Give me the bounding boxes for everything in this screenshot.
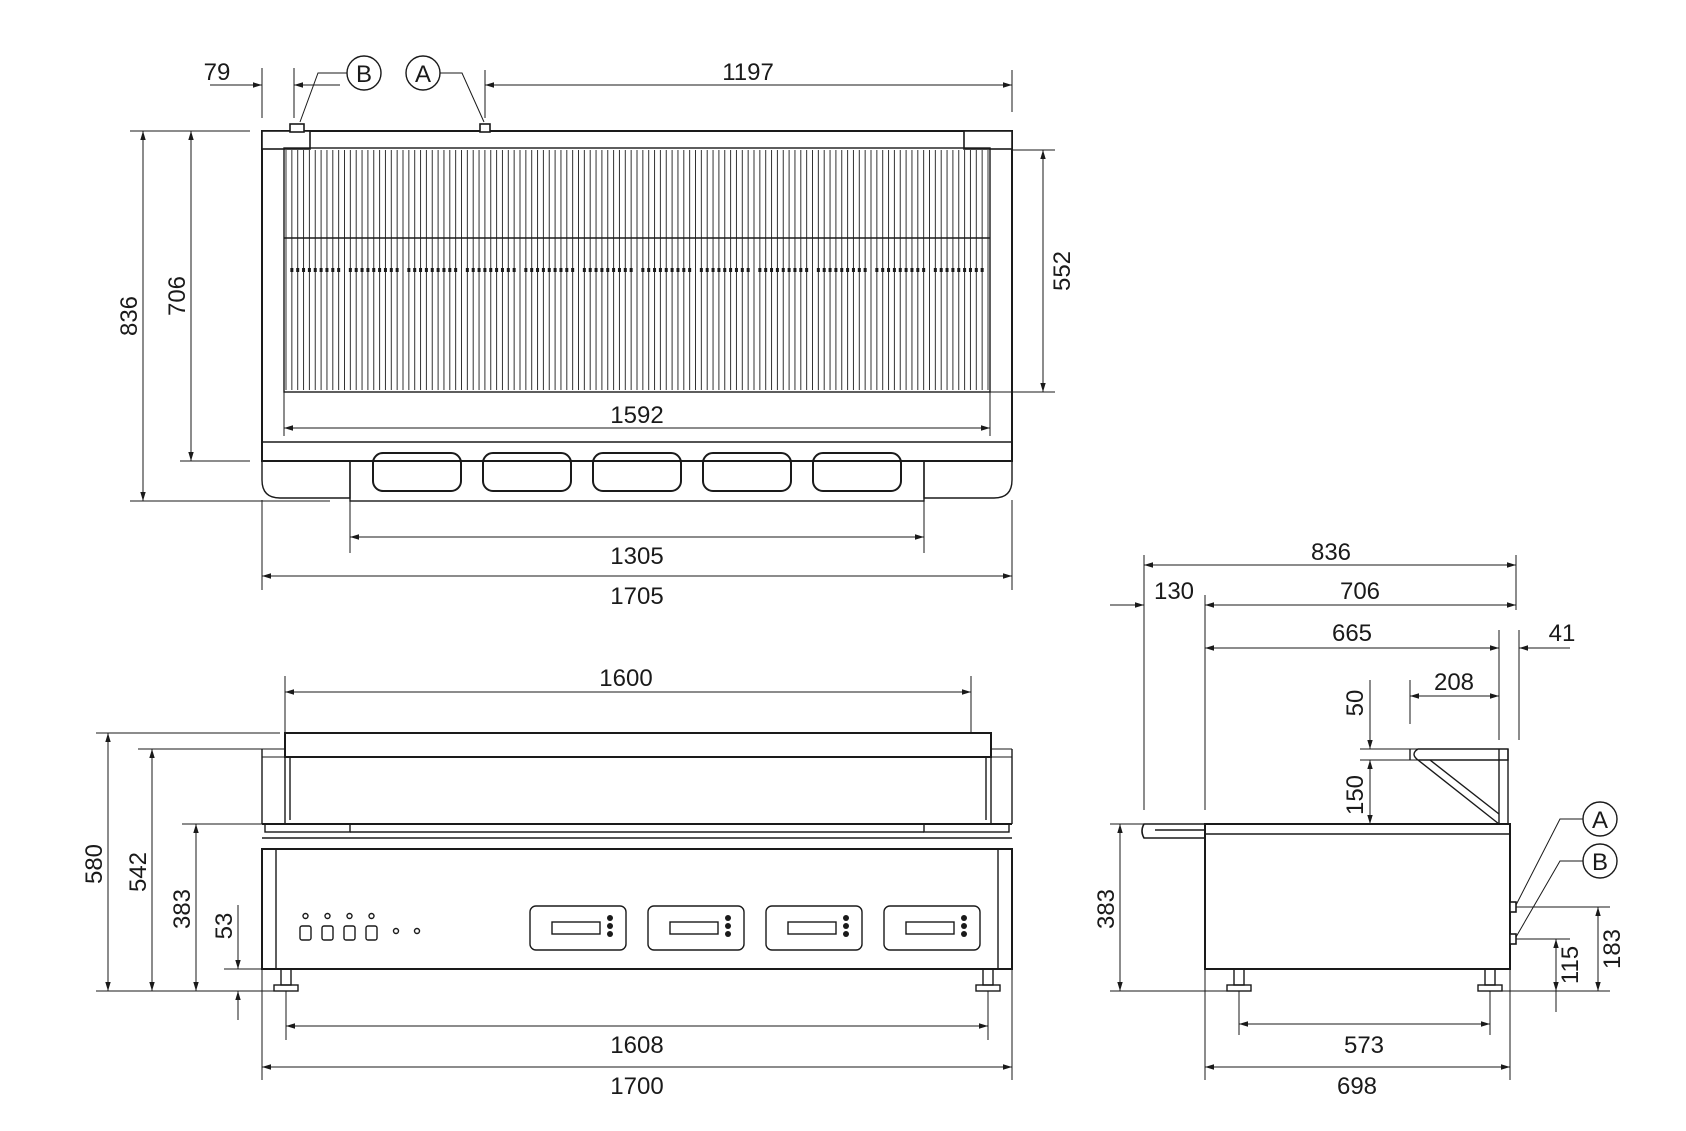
side-view: 836 130 706 665 41 208 50 150 383 A [1093,539,1626,1100]
dim-183: 183 [1599,929,1626,969]
dim-50: 50 [1342,690,1369,717]
callout-b: B [356,61,372,88]
dim-1305: 1305 [610,543,663,570]
dim-1700: 1700 [610,1073,663,1100]
dim-41: 41 [1549,620,1576,647]
dim-383-front: 383 [169,889,196,929]
dim-580: 580 [81,844,108,884]
callout-a-side: A [1592,807,1608,834]
drip-tray-slot-1 [372,452,462,492]
dim-542: 542 [125,852,152,892]
dim-208: 208 [1434,669,1474,696]
dim-79: 79 [204,59,231,86]
dim-836-top: 836 [116,296,143,336]
control-panel-4 [883,905,981,951]
dim-1197: 1197 [722,59,774,86]
front-view: 1600 580 542 383 53 1608 1700 [81,665,1013,1100]
dim-665: 665 [1332,620,1372,647]
dim-706-side: 706 [1340,578,1380,605]
dim-130: 130 [1154,578,1194,605]
dim-53: 53 [211,913,238,940]
dim-1705: 1705 [610,583,663,610]
dim-383-side: 383 [1093,889,1120,929]
control-panel-2 [647,905,745,951]
dim-1608: 1608 [610,1032,663,1059]
drip-tray-slot-2 [482,452,572,492]
drip-tray-slot-3 [592,452,682,492]
control-panel-3 [765,905,863,951]
top-view: 79 B A 1197 836 706 552 1592 [116,55,1076,610]
dim-836-side: 836 [1311,539,1351,566]
callout-a: A [415,61,431,88]
grill-grate [285,150,989,390]
dim-706-top: 706 [164,276,191,316]
dim-1600: 1600 [599,665,652,692]
control-knobs [299,912,421,941]
dim-1592: 1592 [610,402,663,429]
dim-552: 552 [1049,251,1076,291]
drip-tray-slot-4 [702,452,792,492]
callout-b-side: B [1592,849,1608,876]
dim-115: 115 [1557,946,1584,984]
dim-698: 698 [1337,1073,1377,1100]
drip-tray-slot-5 [812,452,902,492]
dim-150: 150 [1342,775,1369,815]
control-panel-1 [529,905,627,951]
dim-573: 573 [1344,1032,1384,1059]
